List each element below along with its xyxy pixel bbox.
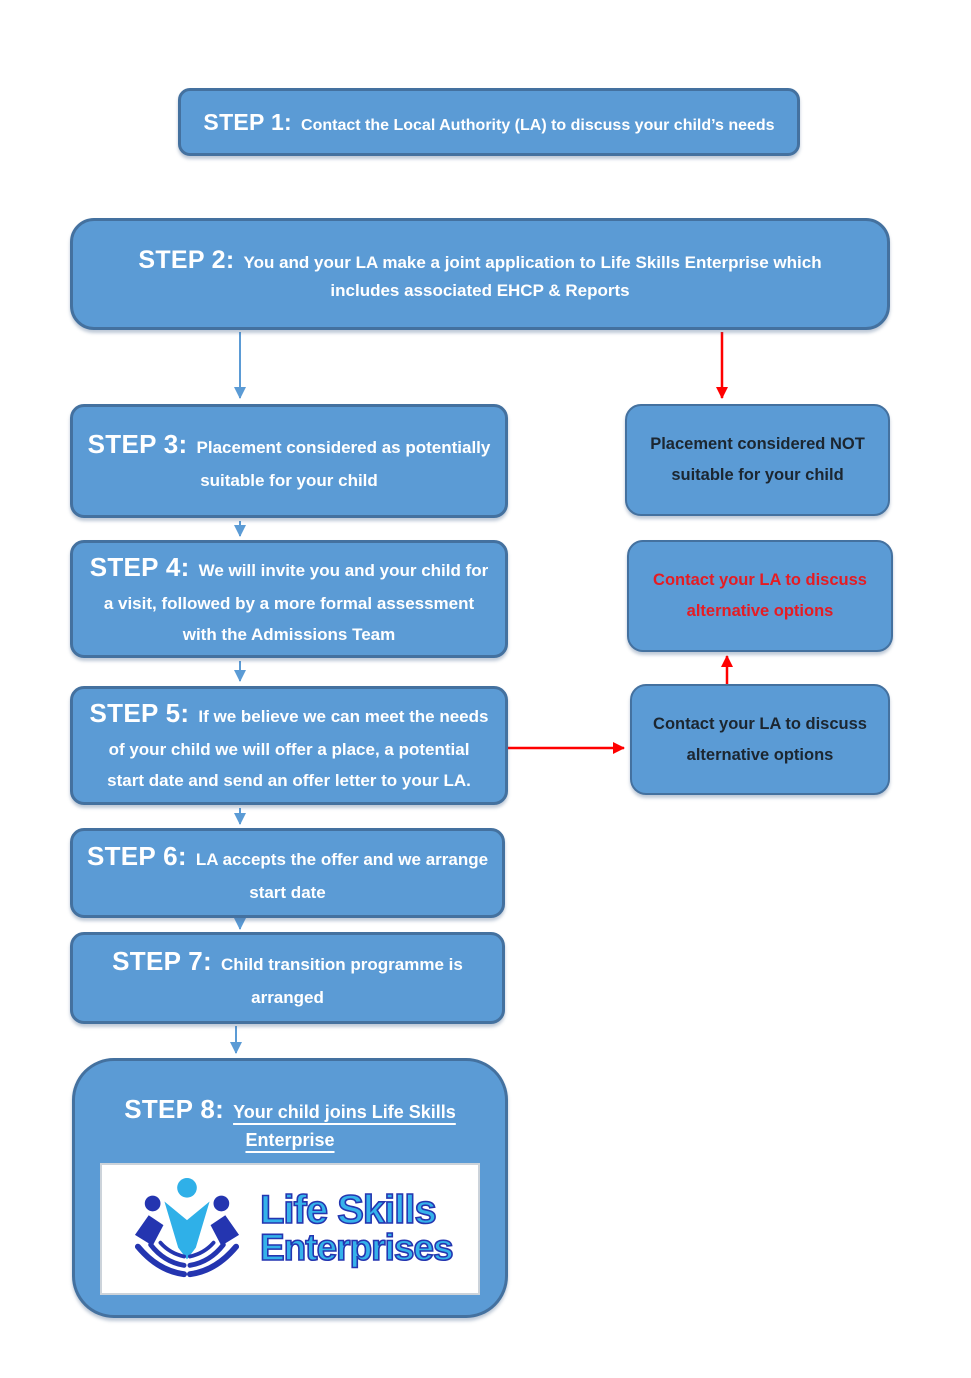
step3-text2: suitable for your child bbox=[200, 471, 378, 491]
step2-box: STEP 2: You and your LA make a joint appl… bbox=[70, 218, 890, 330]
step8-text-line1: STEP 8: Your child joins Life Skills bbox=[124, 1094, 456, 1125]
step5-text-line1: STEP 5: If we believe we can meet the nee… bbox=[89, 698, 489, 729]
step5-box: STEP 5: If we believe we can meet the nee… bbox=[70, 686, 508, 805]
step7-text-line1: STEP 7: Child transition programme is bbox=[112, 946, 463, 977]
step4-box: STEP 4: We will invite you and your child… bbox=[70, 540, 508, 658]
step5-label: STEP 5: bbox=[89, 698, 190, 729]
step1-text-line: STEP 1: Contact the Local Authority (LA) … bbox=[203, 109, 774, 135]
contact-dark-text2: alternative options bbox=[686, 745, 834, 764]
step6-text1: LA accepts the offer and we arrange bbox=[195, 850, 489, 870]
step8-text-line2: Enterprise bbox=[245, 1130, 334, 1151]
step3-text-line2: suitable for your child bbox=[200, 471, 378, 491]
logo-panel: Life Skills Enterprises bbox=[100, 1163, 480, 1295]
step3-box: STEP 3: Placement considered as potential… bbox=[70, 404, 508, 518]
step4-text3: with the Admissions Team bbox=[182, 624, 396, 644]
contact-red-text2: alternative options bbox=[686, 602, 834, 620]
step4-text-line2: a visit, followed by a more formal asses… bbox=[104, 594, 474, 614]
step7-text2: arranged bbox=[251, 988, 324, 1008]
step7-box: STEP 7: Child transition programme is arr… bbox=[70, 932, 505, 1024]
step4-text1: We will invite you and your child for bbox=[198, 560, 489, 580]
step2-text2: includes associated EHCP & Reports bbox=[330, 281, 630, 301]
step3-text-line1: STEP 3: Placement considered as potential… bbox=[87, 429, 491, 460]
placement-not-suitable-box: Placement considered NOT suitable for yo… bbox=[625, 404, 890, 516]
life-skills-logo-icon bbox=[134, 1177, 240, 1278]
logo-name-line1: Life Skills bbox=[259, 1188, 437, 1233]
step6-label: STEP 6: bbox=[86, 841, 187, 872]
step1-box: STEP 1: Contact the Local Authority (LA) … bbox=[178, 88, 800, 156]
step3-text1: Placement considered as potentially bbox=[196, 438, 491, 458]
step4-text-line3: with the Admissions Team bbox=[183, 625, 396, 645]
logo-name-line2: Enterprises bbox=[259, 1227, 454, 1269]
step1-label: STEP 1: bbox=[203, 108, 293, 135]
not-suitable-text2: suitable for your child bbox=[671, 466, 844, 484]
step5-text1: If we believe we can meet the needs bbox=[198, 707, 489, 727]
step6-text-line2: start date bbox=[249, 883, 326, 903]
step8-label: STEP 8: bbox=[124, 1094, 225, 1124]
step4-text2: a visit, followed by a more formal asses… bbox=[103, 593, 475, 613]
step8-text1: Your child joins Life Skills bbox=[233, 1102, 456, 1122]
contact-red-text1: Contact your LA to discuss bbox=[653, 571, 867, 590]
step6-text-line1: STEP 6: LA accepts the offer and we arran… bbox=[86, 841, 489, 872]
step5-text-line3: start date and send an offer letter to y… bbox=[107, 771, 471, 791]
step6-text2: start date bbox=[249, 883, 326, 903]
step2-text-line2: includes associated EHCP & Reports bbox=[330, 281, 629, 301]
contact-la-box: Contact your LA to discuss alternative o… bbox=[630, 684, 890, 795]
step7-text1: Child transition programme is bbox=[221, 955, 463, 975]
step2-text1: You and your LA make a joint application… bbox=[243, 253, 822, 273]
step6-box: STEP 6: LA accepts the offer and we arran… bbox=[70, 828, 505, 918]
step4-text-line1: STEP 4: We will invite you and your child… bbox=[89, 551, 489, 583]
step3-label: STEP 3: bbox=[87, 429, 188, 460]
step7-text-line2: arranged bbox=[251, 988, 324, 1008]
not-suitable-text1: Placement considered NOT bbox=[650, 435, 865, 454]
step2-label: STEP 2: bbox=[138, 246, 235, 275]
contact-la-red-box: Contact your LA to discuss alternative o… bbox=[627, 540, 893, 652]
step5-text2: of your child we will offer a place, a p… bbox=[108, 740, 470, 760]
step7-label: STEP 7: bbox=[112, 946, 213, 977]
contact-dark-text1: Contact your LA to discuss bbox=[653, 714, 867, 733]
step4-label: STEP 4: bbox=[89, 551, 190, 582]
step1-text: Contact the Local Authority (LA) to disc… bbox=[301, 116, 775, 134]
step5-text3: start date and send an offer letter to y… bbox=[107, 771, 471, 791]
step8-text2: Enterprise bbox=[245, 1129, 335, 1150]
step5-text-line2: of your child we will offer a place, a p… bbox=[109, 740, 470, 760]
logo-wordmark: Life Skills Enterprises bbox=[259, 1188, 454, 1269]
step2-text-line1: STEP 2: You and your LA make a joint appl… bbox=[138, 246, 821, 275]
